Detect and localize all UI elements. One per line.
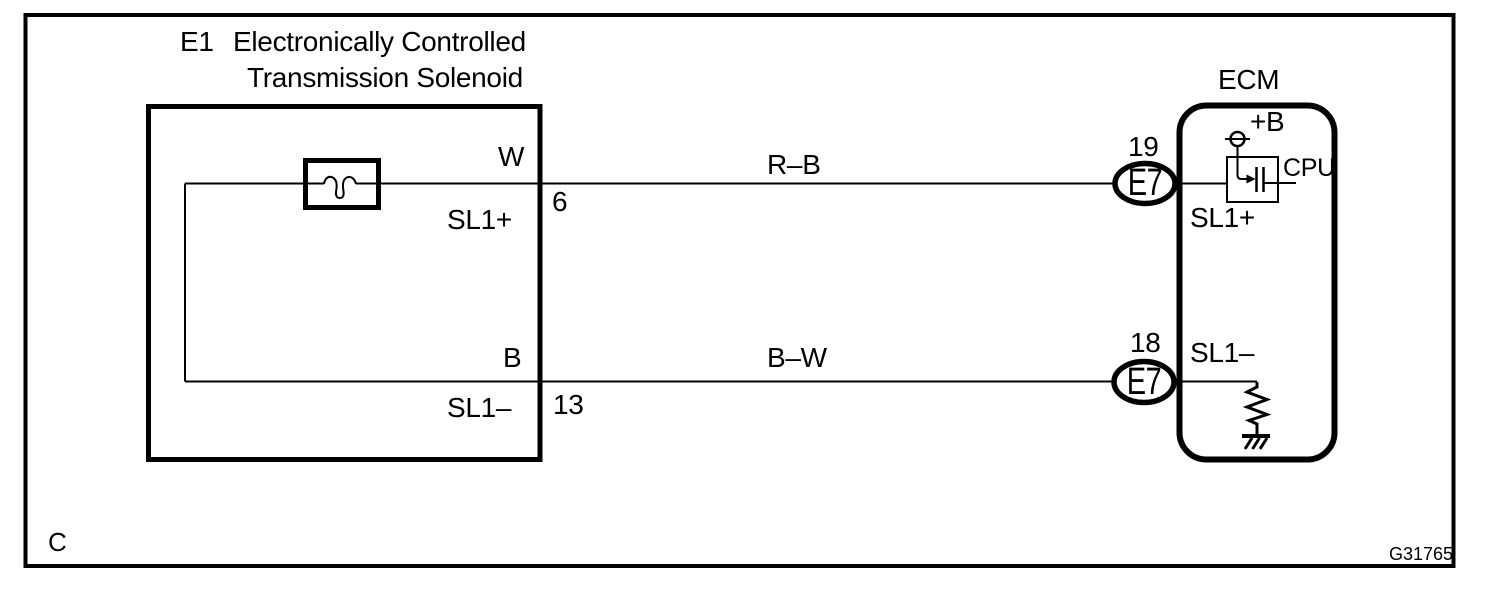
ecm-pin-bottom-number: 18 [1130, 327, 1161, 358]
solenoid-code: E1 [180, 26, 214, 57]
solenoid-pin-top-terminal: SL1+ [447, 204, 512, 235]
transistor-collector-line [1236, 146, 1247, 180]
solenoid-box [146, 104, 543, 462]
solenoid-name-line2: Transmission Solenoid [247, 62, 523, 93]
ground-icon [1243, 437, 1269, 450]
solenoid-coil-icon [323, 175, 357, 200]
solenoid-name-line1: Electronically Controlled [233, 26, 526, 57]
driver-transistor-box [1226, 156, 1279, 203]
ecm-pin-top-number: 19 [1128, 131, 1159, 162]
ecm-pin-top-connector: E7 [1127, 162, 1163, 205]
solenoid-pin-bottom-number: 13 [553, 389, 584, 420]
figure-border [23, 13, 1456, 568]
figure-drawing-number: G31765 [1389, 544, 1454, 564]
solenoid-pin-top-number: 6 [552, 186, 568, 217]
wire-bottom-label: B–W [767, 342, 827, 373]
connector-e7-pin19-oval [1112, 160, 1178, 207]
solenoid-pin-bottom-signal: B [503, 342, 522, 373]
ecm-title: ECM [1218, 64, 1280, 95]
ecm-power-label: +B [1250, 106, 1285, 137]
ecm-pin-bottom-terminal: SL1– [1190, 337, 1255, 368]
connector-e7-pin18-oval [1111, 358, 1177, 406]
solenoid-pin-bottom-terminal: SL1– [447, 392, 512, 423]
wire-top-label: R–B [767, 149, 821, 180]
ecm-box [1176, 102, 1338, 463]
figure-corner-label: C [48, 527, 67, 557]
transistor-arrow-icon [1246, 174, 1256, 184]
resistor-icon [1242, 382, 1272, 436]
ecm-cpu-label: CPU [1283, 154, 1335, 182]
solenoid-pin-top-signal: W [498, 141, 525, 172]
ecm-pin-top-terminal: SL1+ [1190, 202, 1255, 233]
ecm-pin-bottom-connector: E7 [1126, 361, 1162, 404]
